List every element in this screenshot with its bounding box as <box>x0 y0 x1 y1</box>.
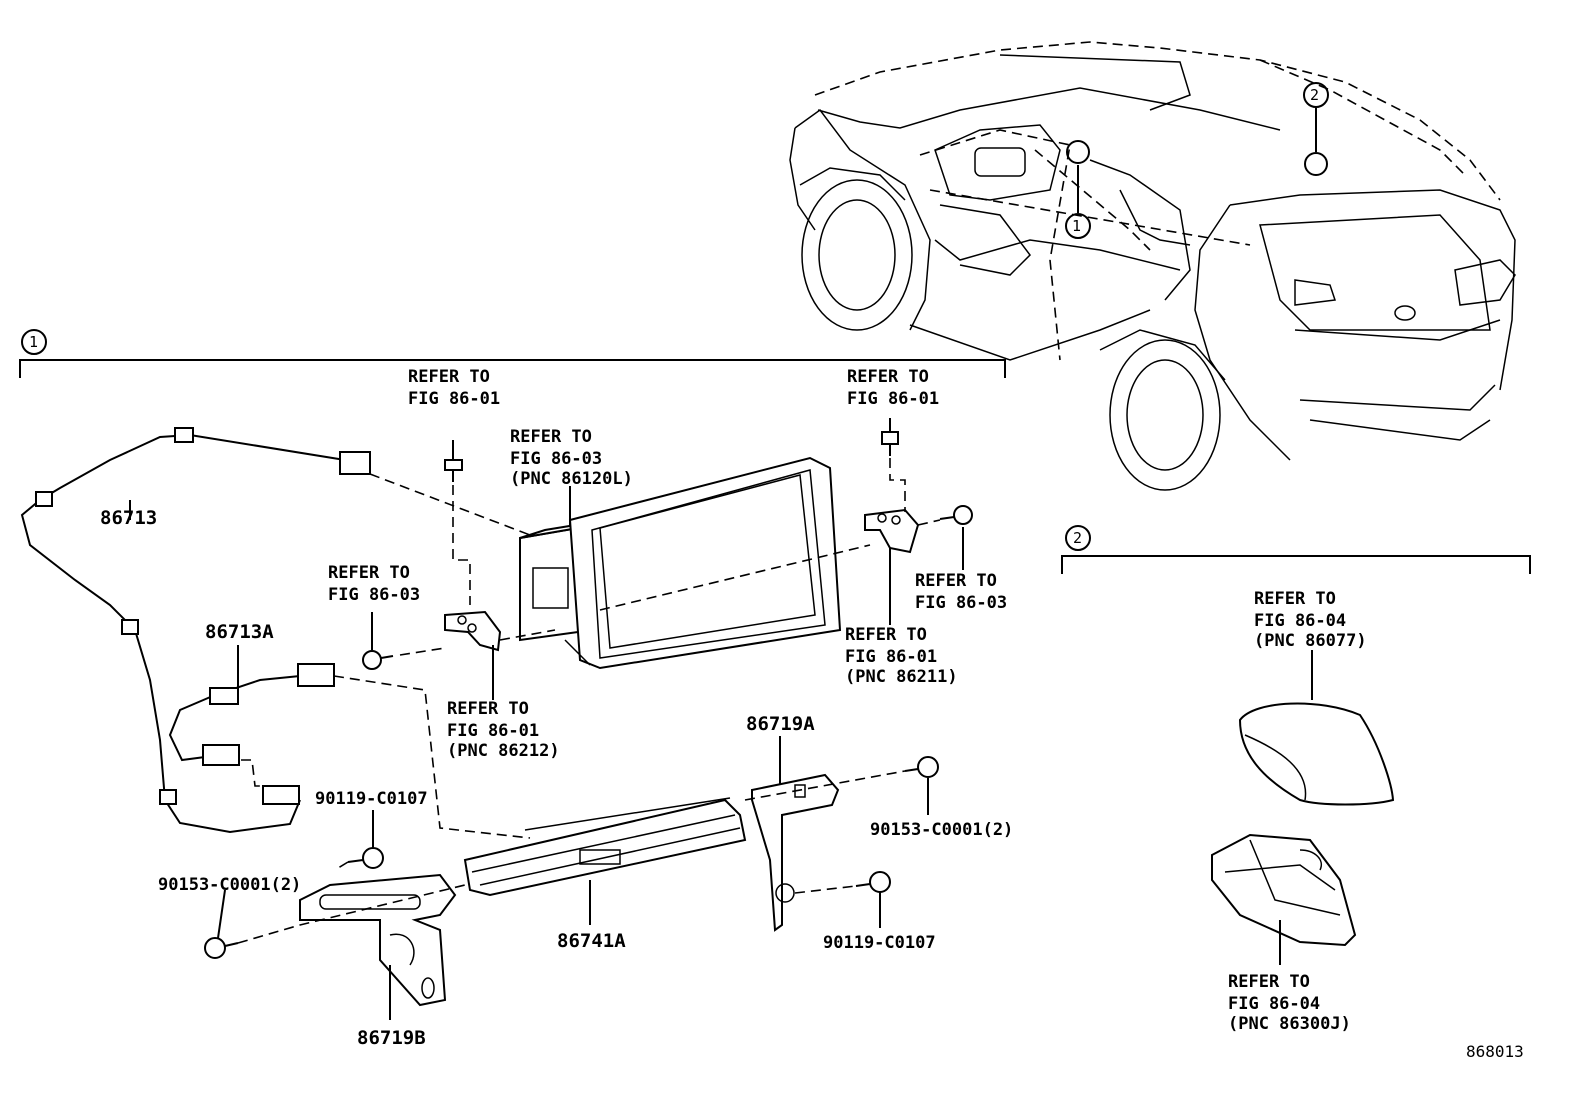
module-86741a <box>463 797 747 897</box>
reference-d-line-2: FIG 86-03 <box>328 585 420 605</box>
reference-a-line-2: FIG 86-01 <box>408 389 500 409</box>
part-86713a: 86713A <box>205 621 274 643</box>
reference-b: REFER TO FIG 86-03 (PNC 86120L) <box>510 427 633 489</box>
shark-fin-antenna <box>1238 702 1395 806</box>
bolt-90119-lower: 90119-C0107 <box>823 933 936 953</box>
reference-g-line-2: FIG 86-01 <box>845 647 937 667</box>
reference-c-line-1: REFER TO <box>847 367 929 387</box>
reference-f-line-3: (PNC 86212) <box>447 741 560 761</box>
car-callout-1: 1 <box>1072 217 1081 235</box>
reference-b-line-3: (PNC 86120L) <box>510 469 633 489</box>
display-unit <box>519 456 842 670</box>
part-86713: 86713 <box>100 507 157 529</box>
reference-e-line-1: REFER TO <box>915 571 997 591</box>
reference-b-line-1: REFER TO <box>510 427 592 447</box>
section-1-number: 1 <box>29 333 38 351</box>
reference-f-line-2: FIG 86-01 <box>447 721 539 741</box>
bracket-86719b <box>299 873 457 1007</box>
vehicle-illustration: 1 2 <box>789 41 1516 491</box>
reference-i-line-2: FIG 86-04 <box>1228 994 1320 1014</box>
reference-g-line-3: (PNC 86211) <box>845 667 958 687</box>
bracket-86211 <box>864 508 920 554</box>
screws <box>204 431 973 959</box>
cable-86713a <box>168 663 335 787</box>
reference-g-line-1: REFER TO <box>845 625 927 645</box>
reference-e: REFER TO FIG 86-03 <box>915 571 1007 613</box>
reference-i-line-3: (PNC 86300J) <box>1228 1014 1351 1034</box>
reference-a: REFER TO FIG 86-01 <box>408 367 500 409</box>
section-2-number: 2 <box>1073 529 1082 547</box>
reference-g: REFER TO FIG 86-01 (PNC 86211) <box>845 625 958 687</box>
reference-c-line-2: FIG 86-01 <box>847 389 939 409</box>
reference-d-line-1: REFER TO <box>328 563 410 583</box>
reference-e-line-2: FIG 86-03 <box>915 593 1007 613</box>
reference-b-line-2: FIG 86-03 <box>510 449 602 469</box>
reference-h: REFER TO FIG 86-04 (PNC 86077) <box>1254 589 1367 651</box>
leader-lines <box>129 418 1313 1020</box>
reference-f-line-1: REFER TO <box>447 699 529 719</box>
reference-i: REFER TO FIG 86-04 (PNC 86300J) <box>1228 972 1351 1034</box>
reference-h-line-1: REFER TO <box>1254 589 1336 609</box>
bracket-86719a <box>751 773 840 932</box>
section-1-bracket: 1 <box>19 329 1006 378</box>
reference-h-line-2: FIG 86-04 <box>1254 611 1346 631</box>
reference-i-line-1: REFER TO <box>1228 972 1310 992</box>
reference-d: REFER TO FIG 86-03 <box>328 563 420 605</box>
bracket-86212 <box>444 610 502 652</box>
cable-86713 <box>20 427 371 834</box>
diagram-id: 868013 <box>1466 1042 1524 1061</box>
reference-a-line-1: REFER TO <box>408 367 490 387</box>
antenna-base <box>1211 833 1357 947</box>
section-2-bracket: 2 <box>1061 525 1531 574</box>
bolt-90153-left: 90153-C0001(2) <box>158 875 301 895</box>
reference-f: REFER TO FIG 86-01 (PNC 86212) <box>447 699 560 761</box>
part-86741a: 86741A <box>557 930 626 952</box>
connection-lines <box>237 458 941 944</box>
car-callout-2: 2 <box>1310 86 1319 104</box>
part-86719b: 86719B <box>357 1027 426 1049</box>
bolt-90153-right: 90153-C0001(2) <box>870 820 1013 840</box>
reference-h-line-3: (PNC 86077) <box>1254 631 1367 651</box>
bolt-90119-upper: 90119-C0107 <box>315 789 428 809</box>
part-86719a: 86719A <box>746 713 815 735</box>
reference-c: REFER TO FIG 86-01 <box>847 367 939 409</box>
